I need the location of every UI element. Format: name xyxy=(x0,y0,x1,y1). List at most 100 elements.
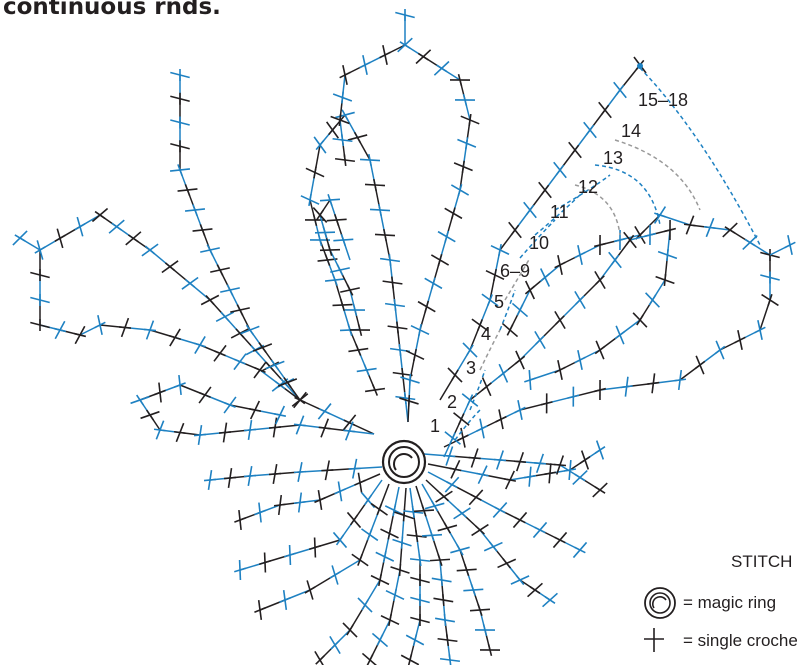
single-crochet-mark xyxy=(456,564,477,576)
single-crochet-mark xyxy=(523,201,537,219)
single-crochet-mark xyxy=(223,396,237,414)
single-crochet-mark xyxy=(53,320,67,340)
single-crochet-mark xyxy=(300,193,320,207)
single-crochet-mark xyxy=(252,342,273,353)
single-crochet-mark xyxy=(293,415,307,435)
single-crochet-mark xyxy=(259,552,271,573)
single-crochet-mark xyxy=(243,419,257,441)
single-crochet-mark xyxy=(608,251,622,269)
single-crochet-mark xyxy=(361,528,379,542)
single-crochet-mark xyxy=(534,330,546,350)
single-crochet-mark xyxy=(364,178,386,192)
single-crochet-mark xyxy=(554,310,566,330)
stitch-key-title: STITCH KEY xyxy=(731,552,797,571)
single-crochet-mark xyxy=(359,55,371,75)
single-crochet-mark xyxy=(293,462,307,482)
single-crochet-mark xyxy=(471,523,489,537)
single-crochet-mark xyxy=(435,613,455,627)
single-crochet-mark xyxy=(356,364,377,376)
lower-strand-7 xyxy=(409,487,421,661)
single-crochet-mark xyxy=(497,558,517,569)
single-crochet-mark xyxy=(174,374,186,396)
single-crochet-mark xyxy=(553,455,567,475)
single-crochet-mark xyxy=(657,248,678,262)
single-crochet-mark xyxy=(170,116,190,129)
single-crochet-mark xyxy=(542,592,558,608)
single-crochet-mark xyxy=(400,653,420,665)
single-crochet-mark xyxy=(574,350,586,370)
single-crochet-mark xyxy=(647,373,660,394)
single-crochet-mark xyxy=(243,466,257,486)
single-crochet-mark xyxy=(463,584,484,596)
single-crochet-mark xyxy=(364,384,386,396)
single-crochet-mark xyxy=(309,537,321,558)
single-crochet-mark xyxy=(634,225,646,245)
single-crochet-mark xyxy=(154,382,166,403)
single-crochet-mark xyxy=(514,350,526,370)
round-label: 10 xyxy=(529,233,549,253)
single-crochet-mark xyxy=(424,277,443,290)
single-crochet-mark xyxy=(468,448,481,468)
single-crochet-mark xyxy=(200,244,220,256)
single-crochet-mark xyxy=(483,541,503,552)
round-label: 14 xyxy=(621,121,641,141)
single-crochet-mark xyxy=(118,317,132,338)
single-crochet-mark xyxy=(554,255,566,275)
round-label: 13 xyxy=(603,148,623,168)
single-crochet-mark xyxy=(437,633,458,647)
single-crochet-mark xyxy=(655,273,675,287)
single-crochet-mark xyxy=(379,253,401,267)
single-crochet-mark xyxy=(514,400,526,420)
single-crochet-mark xyxy=(501,322,519,338)
single-crochet-mark xyxy=(437,230,456,243)
single-crochet-mark xyxy=(218,422,232,443)
single-crochet-mark xyxy=(592,482,608,498)
single-crochet-mark xyxy=(495,409,507,430)
single-crochet-mark xyxy=(304,580,316,600)
single-crochet-mark xyxy=(284,544,296,566)
single-crochet-mark xyxy=(433,60,450,76)
single-crochet-mark xyxy=(329,565,341,585)
single-crochet-mark xyxy=(305,166,325,179)
single-crochet-mark xyxy=(380,527,399,540)
single-crochet-mark xyxy=(567,386,580,407)
single-crochet-mark xyxy=(200,294,220,306)
single-crochet-mark xyxy=(230,304,250,316)
single-crochet-mark xyxy=(279,589,291,611)
single-crochet-mark xyxy=(392,536,412,549)
round-label: 4 xyxy=(481,324,491,344)
single-crochet-mark xyxy=(318,418,331,438)
single-crochet-mark xyxy=(437,522,458,534)
single-crochet-mark xyxy=(141,243,159,257)
single-crochet-mark xyxy=(371,632,389,648)
single-crochet-mark xyxy=(346,511,362,529)
round-start-dot xyxy=(637,63,643,69)
single-crochet-mark xyxy=(12,230,28,246)
single-crochet-mark xyxy=(533,453,547,474)
single-crochet-mark xyxy=(332,91,353,104)
single-crochet-mark xyxy=(714,340,726,360)
single-crochet-mark xyxy=(574,245,586,265)
single-crochet-mark xyxy=(498,363,509,383)
single-crochet-mark xyxy=(457,137,477,150)
single-crochet-mark xyxy=(410,323,430,337)
single-crochet-mark xyxy=(703,217,717,238)
round-label: 5 xyxy=(494,292,504,312)
left-petal-outer xyxy=(39,214,375,435)
single-crochet-mark xyxy=(512,511,528,529)
single-crochet-mark xyxy=(379,45,391,65)
single-crochet-mark xyxy=(348,344,369,356)
single-crochet-mark xyxy=(468,489,484,506)
single-crochet-mark xyxy=(568,141,582,159)
single-crochet-mark xyxy=(409,553,431,567)
single-crochet-mark xyxy=(476,465,489,485)
single-crochet-mark xyxy=(598,101,612,119)
single-crochet-mark xyxy=(444,207,463,220)
single-crochet-mark xyxy=(234,509,246,531)
single-crochet-mark xyxy=(215,311,235,323)
single-crochet-mark xyxy=(273,405,287,425)
single-crochet-mark xyxy=(453,412,470,426)
single-crochet-mark xyxy=(476,418,488,439)
single-crochet-mark xyxy=(694,355,706,375)
single-crochet-label: = single crochet xyxy=(683,631,797,650)
